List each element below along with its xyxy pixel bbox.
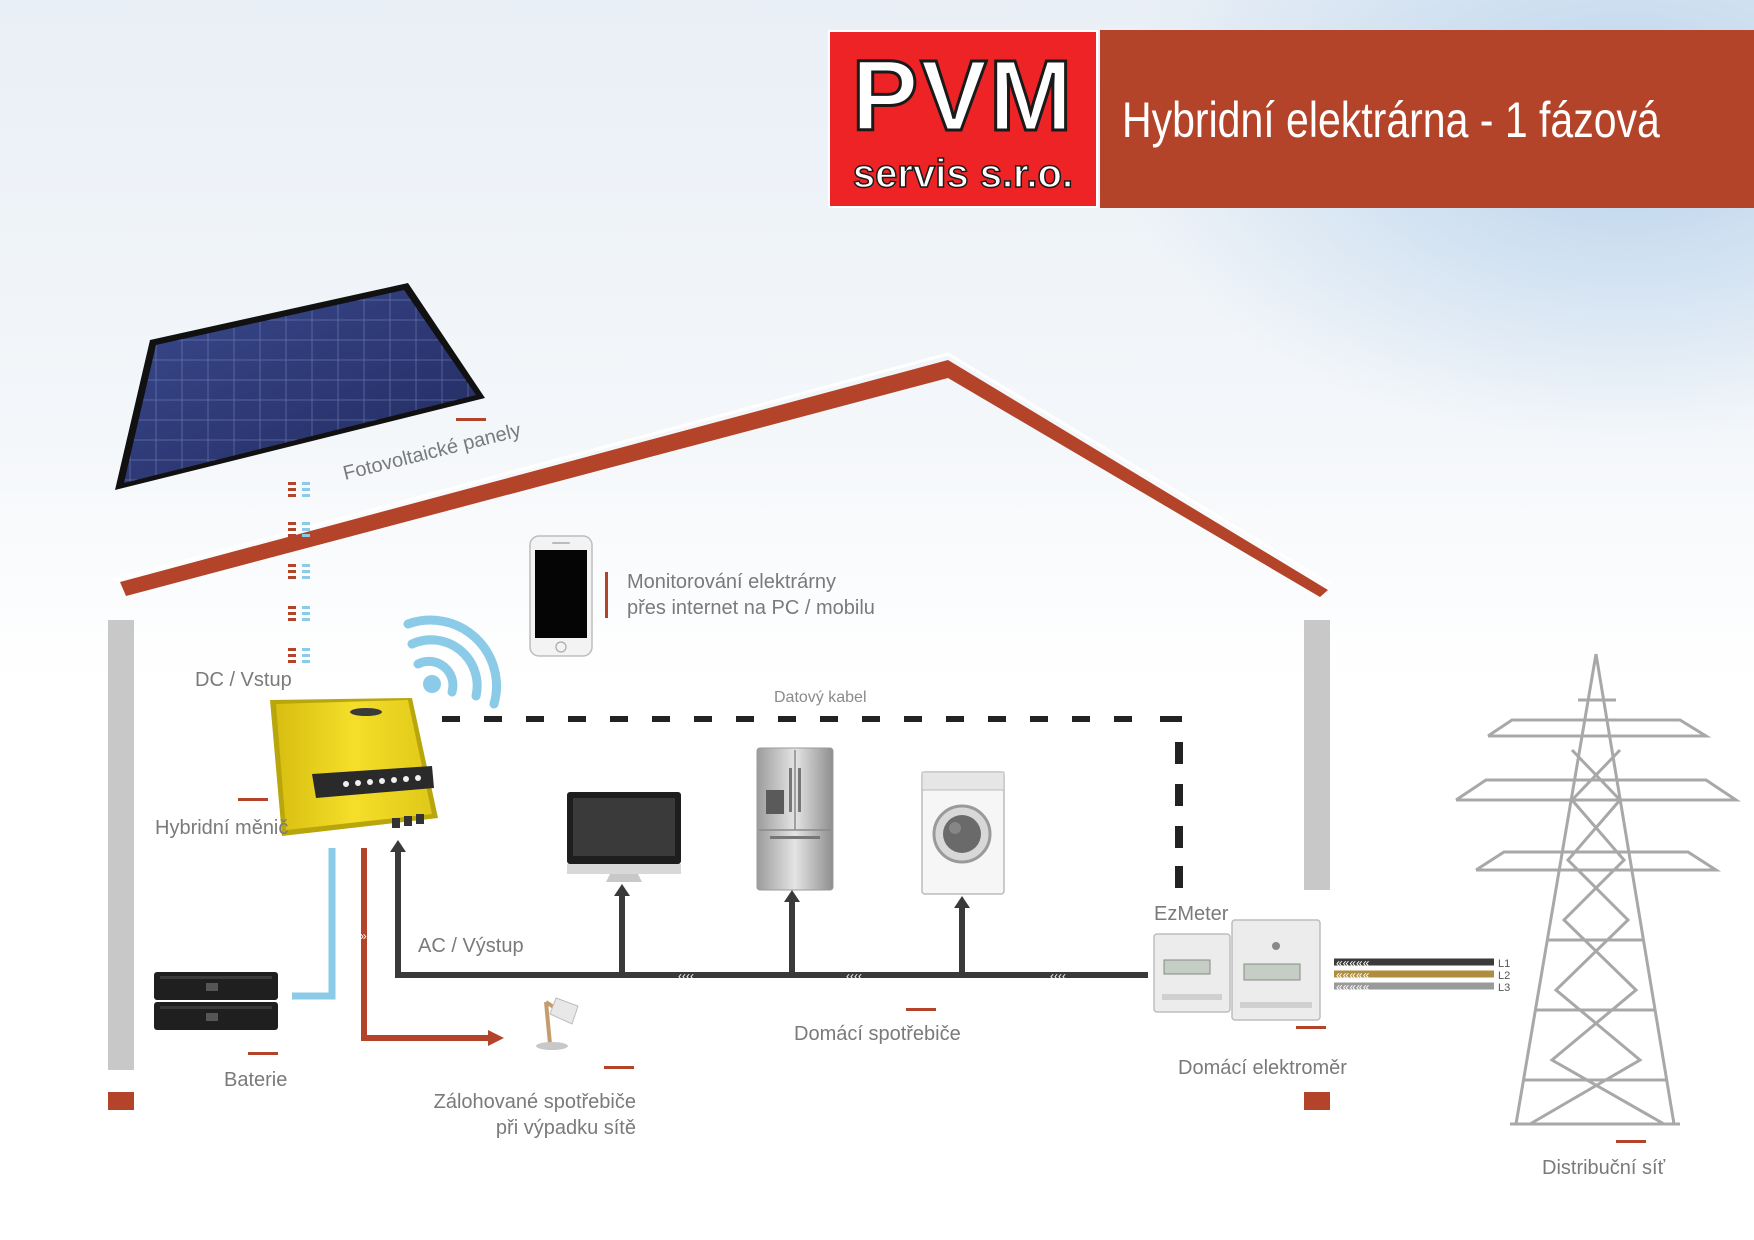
- energy-meter-icon: [1153, 919, 1321, 1021]
- logo-sub-text: servis s.r.o.: [852, 151, 1074, 197]
- house-wall-right: [1304, 620, 1330, 890]
- logo-main-text: PVM: [850, 40, 1075, 152]
- ac-flow-arrows: ‹‹‹‹ ‹‹‹‹ ‹‹‹‹: [678, 969, 1066, 983]
- svg-text:«««««: «««««: [1336, 968, 1370, 982]
- grid-cables: ««««« ««««« «««««: [1334, 956, 1494, 994]
- svg-text:«««««: «««««: [1336, 956, 1370, 970]
- battery-cable: [292, 848, 504, 1046]
- svg-text:‹‹‹‹: ‹‹‹‹: [846, 969, 862, 983]
- monitoring-label-line1: Monitorování elektrárny: [627, 571, 836, 593]
- company-logo: PVM servis s.r.o.: [828, 30, 1098, 208]
- inverter-icon: [270, 698, 438, 836]
- title-banner: Hybridní elektrárna - 1 fázová: [1100, 30, 1754, 208]
- data-cable-label: Datový kabel: [774, 689, 867, 706]
- monitoring-accent: [605, 572, 608, 618]
- l1-label: L1: [1498, 958, 1510, 970]
- battery-accent: [248, 1052, 278, 1055]
- ac-output-cable: [390, 840, 1148, 978]
- wall-foot-left: [108, 1092, 134, 1110]
- backup-label-line1: Zálohované spotřebiče: [434, 1091, 636, 1113]
- power-pylon-icon: [1455, 653, 1741, 1126]
- solar-panel-icon: [115, 283, 485, 490]
- l2-label: L2: [1498, 970, 1510, 982]
- appliances-label: Domácí spotřebiče: [794, 1023, 961, 1045]
- page-title: Hybridní elektrárna - 1 fázová: [1122, 92, 1660, 148]
- dc-input-label: DC / Vstup: [195, 669, 292, 691]
- svg-text:«««««: «««««: [1336, 980, 1370, 994]
- monitor-icon: [567, 792, 681, 882]
- lamp-icon: [536, 997, 579, 1050]
- inverter-accent: [238, 798, 268, 801]
- home-meter-accent: [1296, 1026, 1326, 1029]
- wifi-icon: [403, 615, 501, 709]
- ezmeter-label: EzMeter: [1154, 903, 1229, 925]
- smartphone-icon: [529, 535, 593, 657]
- washing-machine-icon: [921, 771, 1005, 895]
- backup-accent: [604, 1066, 634, 1069]
- appliances-accent: [906, 1008, 936, 1011]
- inverter-label: Hybridní měnič: [155, 817, 288, 839]
- svg-text:‹‹‹‹: ‹‹‹‹: [1050, 969, 1066, 983]
- grid-label: Distribuční síť: [1542, 1157, 1666, 1179]
- grid-accent: [1616, 1140, 1646, 1143]
- dc-input-cable: [288, 482, 310, 663]
- svg-text:‹‹‹‹: ‹‹‹‹: [678, 969, 694, 983]
- fridge-icon: [756, 747, 834, 891]
- data-cable: [442, 716, 1183, 888]
- home-meter-label: Domácí elektroměr: [1178, 1057, 1347, 1079]
- l3-label: L3: [1498, 982, 1510, 994]
- backup-arrows: »: [360, 929, 367, 943]
- battery-label: Baterie: [224, 1069, 287, 1091]
- battery-icon: [154, 972, 278, 1030]
- ac-output-label: AC / Výstup: [418, 935, 524, 957]
- backup-label-line2: při výpadku sítě: [496, 1117, 636, 1139]
- wall-foot-right: [1304, 1092, 1330, 1110]
- house-roof: [120, 360, 1328, 597]
- panels-accent: [456, 418, 486, 421]
- roof-white-edge: [113, 352, 1331, 586]
- house-wall-left: [108, 620, 134, 1070]
- monitoring-label-line2: přes internet na PC / mobilu: [627, 597, 875, 619]
